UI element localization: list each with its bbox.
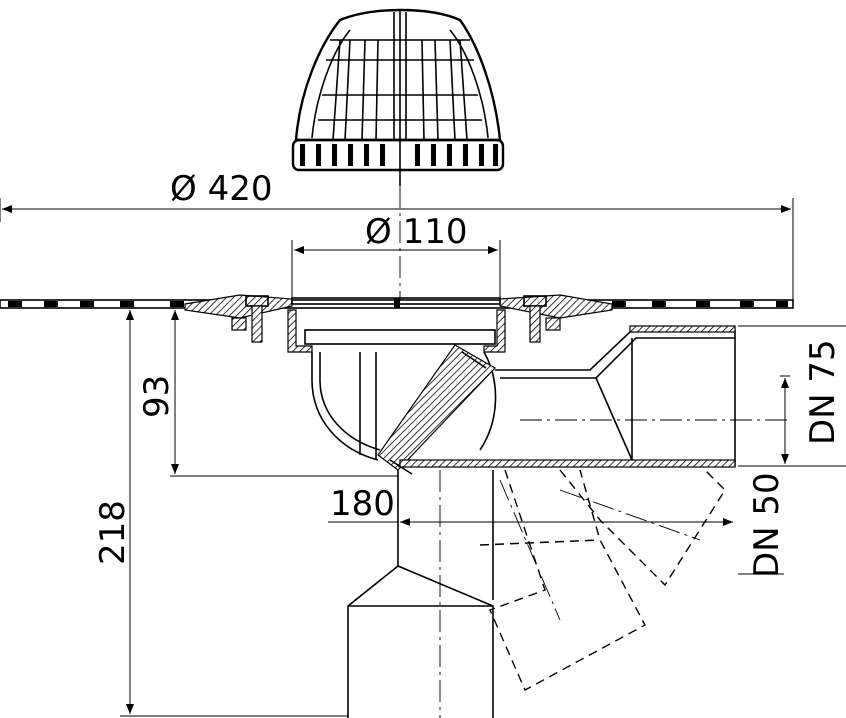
dimension-height-outlet: 93 (137, 310, 398, 477)
label-height-outlet: 93 (137, 375, 177, 418)
dimension-overall-diameter: Ø 420 (0, 169, 794, 302)
label-dn50: DN 50 (747, 472, 787, 578)
leaf-guard (291, 8, 505, 186)
dimension-flange-diameter: Ø 110 (291, 212, 501, 305)
label-flange-diameter: Ø 110 (365, 212, 467, 252)
dimension-dn75: DN 75 (738, 325, 846, 467)
membrane-marks (8, 301, 788, 307)
label-overall-diameter: Ø 420 (170, 169, 272, 209)
label-total-height: 218 (93, 500, 133, 565)
bolt-left (231, 295, 269, 343)
membrane-sheet (0, 294, 794, 319)
label-offset: 180 (330, 484, 395, 524)
center-lines (399, 186, 790, 718)
dimension-dn50: DN 50 (738, 472, 787, 578)
vertical-outlet (347, 470, 494, 718)
alternative-outlet-dashed (479, 469, 726, 691)
pipe-dn75 (398, 325, 736, 468)
drain-body (287, 309, 506, 475)
dimension-total-height: 218 (93, 310, 348, 717)
dimension-offset: 180 (328, 484, 733, 526)
leaf-guard-ribs (300, 144, 498, 166)
bolt-right (523, 295, 561, 343)
label-dn75: DN 75 (803, 339, 843, 445)
